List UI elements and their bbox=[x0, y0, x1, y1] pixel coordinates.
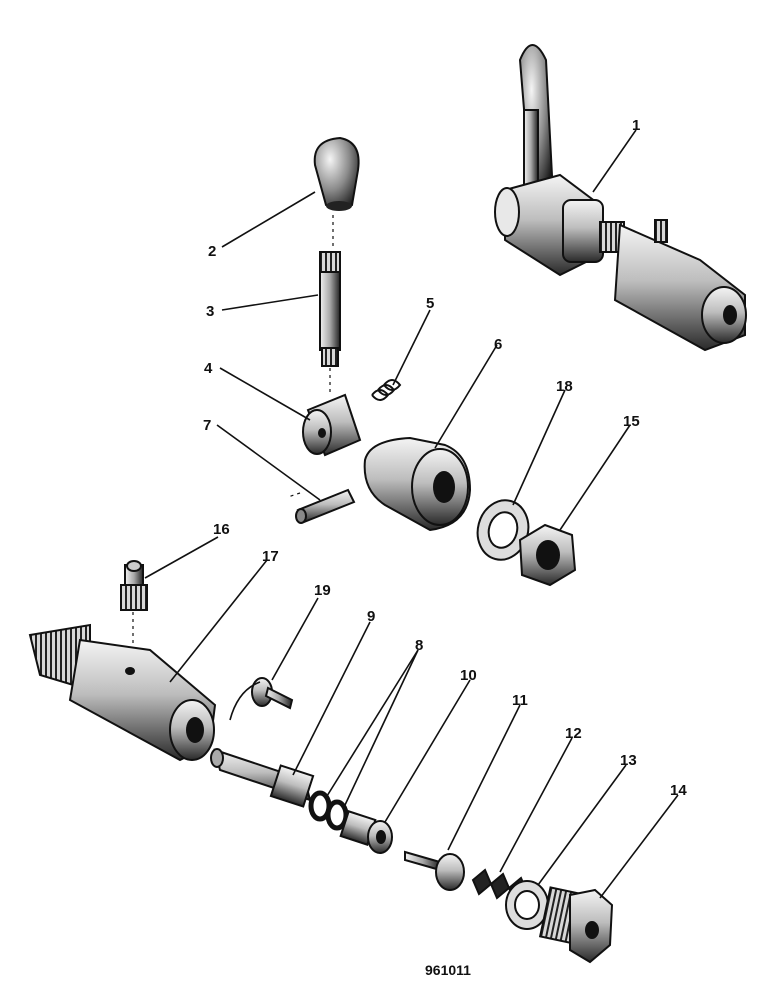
callout-9: 9 bbox=[367, 608, 375, 625]
callout-7: 7 bbox=[203, 417, 211, 434]
grease-nipple bbox=[120, 560, 148, 611]
callout-17: 17 bbox=[262, 548, 279, 565]
callout-12: 12 bbox=[565, 725, 582, 742]
leader-lines bbox=[144, 129, 679, 899]
hex-nut bbox=[518, 523, 577, 587]
callout-11: 11 bbox=[512, 692, 528, 709]
o-rings bbox=[308, 790, 349, 831]
callout-8: 8 bbox=[415, 637, 423, 654]
cam-housing bbox=[363, 436, 472, 532]
valve-seat bbox=[339, 810, 393, 854]
assembled-valve bbox=[494, 44, 747, 352]
callout-numbers: 1 2 3 4 5 6 7 8 9 10 11 12 13 14 15 16 1… bbox=[203, 117, 687, 978]
callout-3: 3 bbox=[206, 303, 214, 320]
headed-pin bbox=[251, 677, 294, 710]
spring bbox=[371, 379, 402, 401]
callout-15: 15 bbox=[623, 413, 640, 430]
knob bbox=[313, 136, 360, 211]
end-plug bbox=[538, 886, 614, 964]
callout-13: 13 bbox=[620, 752, 637, 769]
callout-5: 5 bbox=[426, 295, 434, 312]
callout-18: 18 bbox=[556, 378, 573, 395]
callout-1: 1 bbox=[632, 117, 640, 134]
lever-shaft bbox=[319, 251, 341, 367]
callout-14: 14 bbox=[670, 782, 687, 799]
washer bbox=[505, 880, 549, 930]
drawing-number: 961011 bbox=[425, 962, 471, 978]
valve-body bbox=[28, 623, 217, 762]
spool bbox=[210, 748, 315, 808]
callout-4: 4 bbox=[204, 360, 213, 377]
callout-6: 6 bbox=[494, 336, 502, 353]
collar bbox=[302, 393, 362, 457]
callout-2: 2 bbox=[208, 243, 216, 260]
callout-19: 19 bbox=[314, 582, 331, 599]
callout-10: 10 bbox=[460, 667, 477, 684]
poppet bbox=[404, 850, 465, 891]
callout-16: 16 bbox=[213, 521, 230, 538]
pin bbox=[295, 488, 356, 524]
